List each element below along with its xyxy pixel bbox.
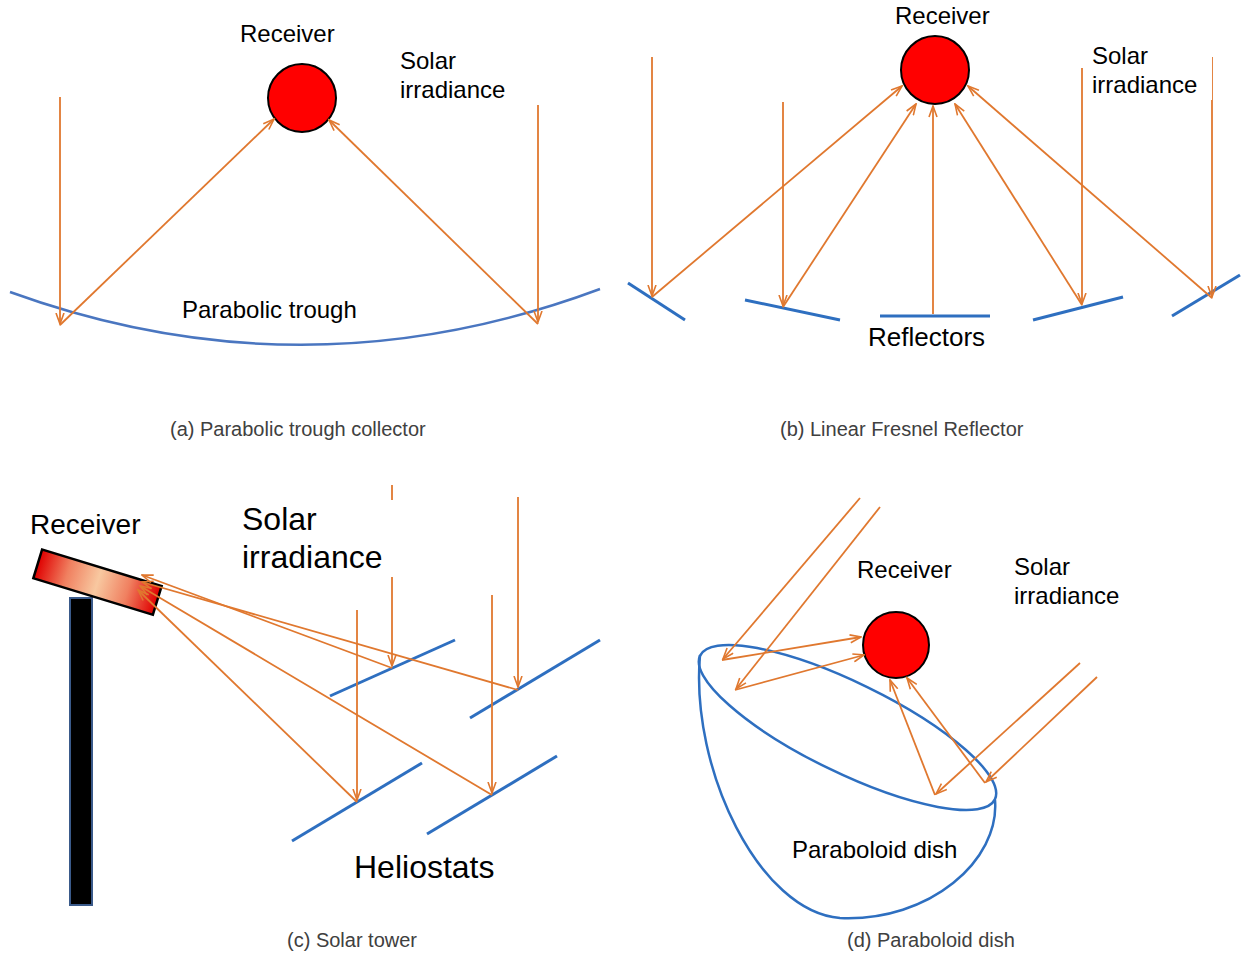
part-label: Reflectors bbox=[866, 322, 987, 353]
dish-bowl bbox=[699, 655, 995, 918]
irradiance-label: Solar irradiance bbox=[240, 500, 409, 577]
panel-caption: (d) Paraboloid dish bbox=[845, 928, 1017, 952]
tower bbox=[70, 598, 92, 905]
panel-caption: (b) Linear Fresnel Reflector bbox=[778, 417, 1025, 441]
irradiance-label: Solar irradiance bbox=[1012, 553, 1146, 611]
light-rays bbox=[722, 498, 1097, 795]
irradiance-label: Solar irradiance bbox=[398, 47, 542, 105]
receiver-ball bbox=[863, 612, 929, 678]
receiver-label: Receiver bbox=[28, 508, 142, 542]
panel-caption: (a) Parabolic trough collector bbox=[168, 417, 428, 441]
light-rays bbox=[60, 97, 538, 325]
receiver-label: Receiver bbox=[855, 556, 954, 585]
fresnel-panel bbox=[628, 36, 1240, 320]
receiver-label: Receiver bbox=[893, 2, 992, 31]
part-label: Heliostats bbox=[352, 848, 497, 886]
light-rays bbox=[138, 485, 518, 802]
fresnel-mirrors bbox=[628, 275, 1240, 320]
part-label: Paraboloid dish bbox=[790, 836, 959, 865]
receiver-label: Receiver bbox=[238, 20, 337, 49]
parabolic-trough-panel bbox=[10, 64, 600, 345]
receiver-tube bbox=[268, 64, 336, 132]
part-label: Parabolic trough bbox=[180, 296, 359, 325]
panel-caption: (c) Solar tower bbox=[285, 928, 419, 952]
solar-tower-panel bbox=[33, 485, 600, 905]
receiver-tube bbox=[901, 36, 969, 104]
irradiance-label: Solar irradiance bbox=[1090, 42, 1212, 100]
